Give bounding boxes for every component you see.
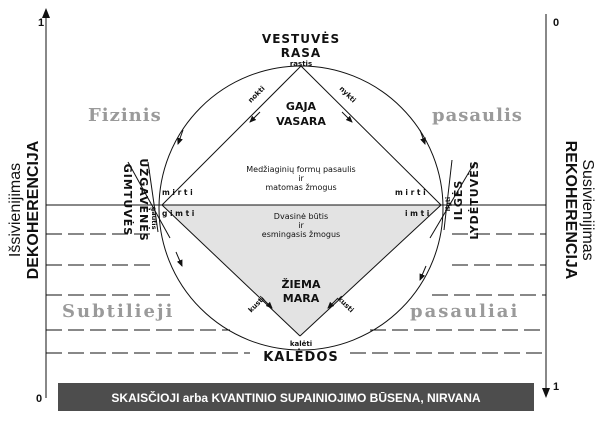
- right-axis-line1: REKOHERENCIJA: [562, 141, 579, 280]
- node-right-upper: m i r t i: [395, 188, 426, 197]
- lower-corner: ŽIEMA MARA: [281, 278, 321, 305]
- subtle-world-labels: Subtilieji pasauliai: [62, 301, 519, 322]
- label-kusti-right: kusti: [336, 295, 355, 314]
- right-axis-bottom: 1: [553, 381, 559, 393]
- left-axis: 1 0 Išsivienijimas DEKOHERENCIJA: [7, 8, 50, 405]
- material-world-text: Medžiaginių formų pasaulis ir matomas žm…: [246, 165, 355, 192]
- spiritual-world-text: Dvasinė būtis ir esmingasis žmogus: [262, 212, 340, 239]
- left-axis-bottom: 0: [36, 393, 42, 405]
- left-axis-top: 1: [38, 17, 44, 29]
- left-festival-label: GIMTUVĖS UŽGAVĖNĖS gautis: [121, 158, 158, 241]
- top-label-sub: rastis: [290, 60, 312, 68]
- lower-corner-line2: MARA: [283, 292, 320, 305]
- node-slashes: [127, 159, 476, 239]
- label-kusti-left: kusti: [247, 295, 266, 314]
- right-dashed-lines: [350, 233, 546, 354]
- bottom-label-title: KALĖDOS: [263, 349, 339, 365]
- right-label-sub: ilgti: [444, 197, 452, 211]
- left-label-sub: gautis: [150, 207, 158, 230]
- right-axis-line2: Susivienijimas: [579, 159, 596, 260]
- physical-world-labels: Fizinis pasaulis: [88, 105, 523, 126]
- node-left-upper: m i r t i: [162, 188, 193, 197]
- label-nykti: nykti: [338, 85, 358, 105]
- label-nokti: nokti: [247, 85, 267, 105]
- left-dashed-lines: [46, 233, 250, 354]
- bottom-label-sub: kalėti: [290, 340, 312, 348]
- right-axis-top: 0: [553, 17, 559, 29]
- upper-corner: GAJA VASARA: [276, 100, 326, 128]
- left-axis-line1: Išsivienijimas: [7, 163, 24, 257]
- upper-text-line3: matomas žmogus: [265, 183, 336, 192]
- lower-corner-line1: ŽIEMA: [281, 278, 321, 291]
- top-label: VESTUVĖS RASA rastis: [262, 31, 340, 68]
- spiritual-triangle: [162, 205, 441, 336]
- upper-corner-line2: VASARA: [276, 115, 326, 128]
- right-axis: 0 1 REKOHERENCIJA Susivienijimas: [542, 14, 596, 398]
- top-label-line1: VESTUVĖS: [262, 31, 340, 46]
- node-labels: m i r t i g i m t i m i r t i i m t i: [162, 188, 429, 218]
- physical-world-left: Fizinis: [88, 105, 162, 126]
- diamond: [161, 65, 442, 337]
- banner-text: SKAISČIOJI arba KVANTINIO SUPAINIOJIMO B…: [111, 390, 480, 405]
- node-right-lower: i m t i: [405, 209, 429, 218]
- lower-text-line2: ir: [298, 221, 304, 230]
- left-label-line2: UŽGAVĖNĖS: [137, 158, 151, 241]
- nirvana-banner: SKAISČIOJI arba KVANTINIO SUPAINIOJIMO B…: [58, 383, 534, 411]
- edge-arrows: [249, 111, 353, 309]
- right-label-line1: ILGĖS: [451, 180, 465, 221]
- subtle-world-right: pasauliai: [410, 301, 519, 322]
- upper-text-line1: Medžiaginių formų pasaulis: [246, 165, 355, 174]
- upper-text-line2: ir: [298, 174, 304, 183]
- upper-corner-line1: GAJA: [286, 100, 317, 113]
- lower-text-line3: esmingasis žmogus: [262, 230, 340, 239]
- right-label-line2: LYDĖTUVĖS: [467, 160, 481, 239]
- bottom-label: kalėti KALĖDOS: [263, 340, 339, 365]
- lower-text-line1: Dvasinė būtis: [274, 212, 328, 221]
- left-axis-line2: DEKOHERENCIJA: [25, 140, 42, 279]
- left-label-line1: GIMTUVĖS: [121, 164, 135, 236]
- right-festival-label: ilgti ILGĖS LYDĖTUVĖS: [444, 160, 481, 239]
- subtle-world-left: Subtilieji: [62, 301, 174, 322]
- circle-arrows: [175, 129, 427, 281]
- top-label-line2: RASA: [281, 46, 321, 60]
- node-left-lower: g i m t i: [162, 209, 194, 218]
- physical-world-right: pasaulis: [432, 105, 523, 126]
